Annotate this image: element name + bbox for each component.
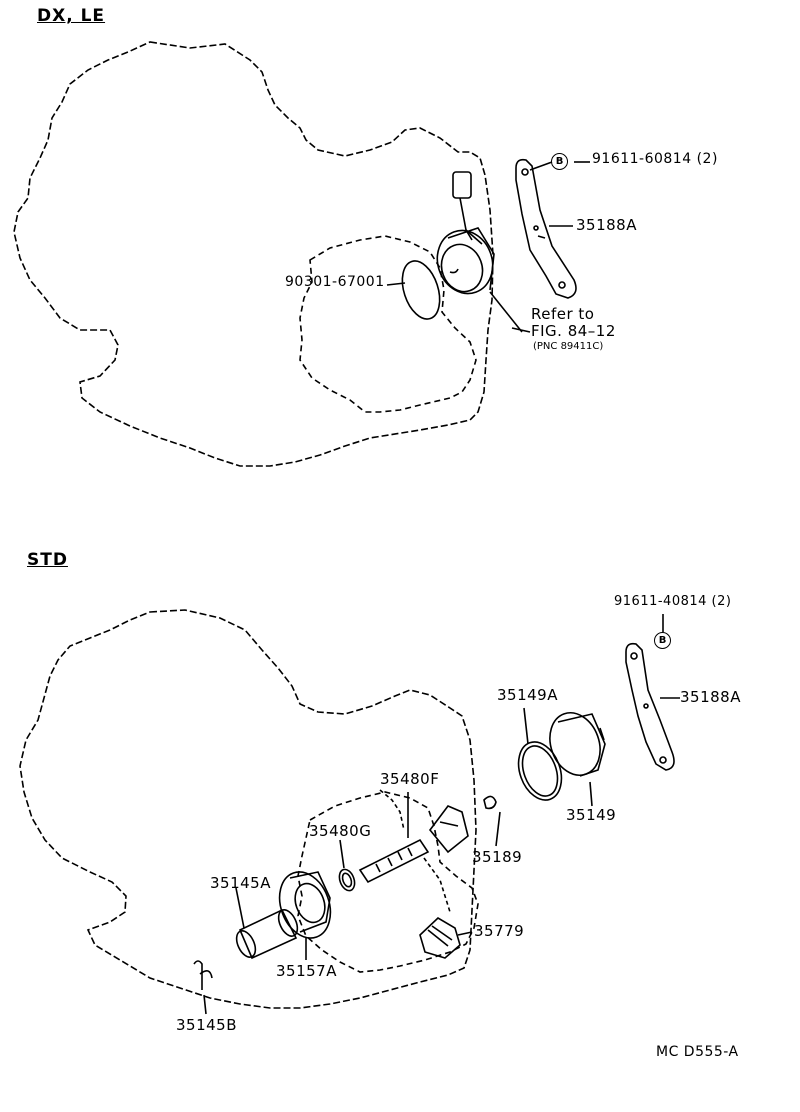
refer-figure-label: FIG. 84–12 <box>531 322 616 340</box>
top-bracket-part-label: 35188A <box>576 216 637 234</box>
bottom-housing-part-label: 35157A <box>276 962 337 980</box>
bottom-gear <box>419 917 461 959</box>
top-oring-part-label: 90301-67001 <box>285 274 385 290</box>
refer-to-label: Refer to <box>531 305 595 323</box>
bolt-marker-bottom: B <box>654 632 671 649</box>
section-title-dx-le: DX, LE <box>37 6 106 26</box>
bottom-sleeve <box>238 908 298 960</box>
bottom-seal <box>338 868 356 892</box>
bottom-gear-part-label: 35779 <box>474 922 525 940</box>
bottom-driven-gear-housing <box>278 871 332 939</box>
top-bolt-part-label: 91611-60814 (2) <box>592 151 718 167</box>
bottom-transmission-case-outline <box>19 609 477 1009</box>
bottom-bracket <box>625 642 675 771</box>
bottom-clip-part-label: 35189 <box>472 848 523 866</box>
bottom-bracket-part-label: 35188A <box>680 688 741 706</box>
bottom-pin <box>193 960 203 990</box>
top-transmission-case-outline <box>13 41 494 467</box>
bottom-oring-part-label: 35149A <box>497 686 558 704</box>
bottom-seal-part-label: 35480G <box>309 822 372 840</box>
diagram-code: MC D555-A <box>656 1044 739 1060</box>
bottom-clip <box>483 795 497 810</box>
top-bracket <box>515 158 577 299</box>
bottom-bolt-part-label: 91611-40814 (2) <box>614 594 732 609</box>
section-title-std: STD <box>27 550 68 570</box>
bolt-marker-top: B <box>551 153 568 170</box>
top-sensor-housing <box>436 229 494 295</box>
bottom-sleeve-part-label: 35145A <box>210 874 271 892</box>
bottom-shaft <box>358 838 430 884</box>
top-oring <box>401 260 441 320</box>
bottom-shaft-part-label: 35480F <box>380 770 440 788</box>
top-connector <box>452 171 472 199</box>
refer-pnc-label: (PNC 89411C) <box>533 341 604 352</box>
top-bell-housing-outline <box>299 235 477 413</box>
bottom-bell-housing-outline <box>297 791 479 973</box>
bottom-pin-part-label: 35145B <box>176 1016 238 1034</box>
bottom-connector <box>428 805 469 854</box>
bottom-cover-part-label: 35149 <box>566 806 617 824</box>
